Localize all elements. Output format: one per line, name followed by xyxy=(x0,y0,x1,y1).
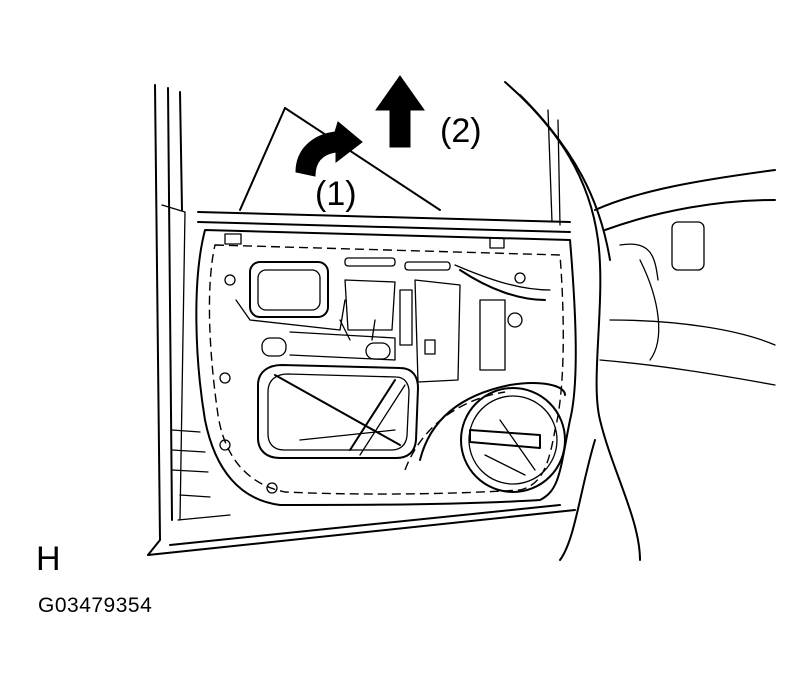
window-belt-line xyxy=(197,109,571,233)
up-arrow-icon xyxy=(375,75,425,148)
door-frame xyxy=(147,84,576,556)
view-letter: H xyxy=(36,540,61,578)
speaker-opening xyxy=(404,382,566,493)
curved-arrow-icon xyxy=(295,121,363,177)
service-hole-lower xyxy=(257,364,419,459)
car-body-right xyxy=(504,81,776,561)
panel-details xyxy=(219,233,551,494)
inner-door-panel xyxy=(195,229,577,506)
figure-code: G03479354 xyxy=(38,594,153,617)
step-2-label: (2) xyxy=(440,112,482,150)
leader-lines xyxy=(239,107,441,211)
step-1-label: (1) xyxy=(315,175,357,213)
service-hole-upper xyxy=(235,261,346,331)
